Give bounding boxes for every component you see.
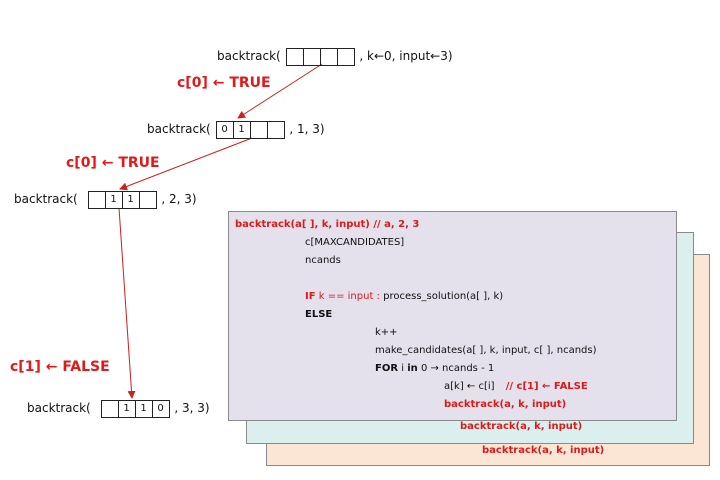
- code-line-increment: k++: [375, 327, 398, 338]
- if-condition: k == input :: [318, 291, 380, 302]
- array-cell: 1: [136, 400, 153, 417]
- array-cell: 1: [119, 400, 136, 417]
- array-cell: 1: [106, 191, 123, 208]
- call-func: backtrack(: [217, 49, 281, 63]
- code-line-recursive-call: backtrack(a, k, input): [444, 399, 567, 410]
- array-cell: [140, 192, 156, 208]
- arrow-1: [237, 63, 323, 119]
- code-line-candidates: c[MAXCANDIDATES]: [305, 237, 405, 248]
- call-func: backtrack(: [14, 192, 78, 206]
- assign-statement: a[k] ← c[i]: [444, 381, 495, 392]
- array-cell: 1: [234, 121, 251, 138]
- code-line-signature: backtrack(a[ ], k, input) // a, 2, 3: [235, 219, 420, 230]
- stack-call-back: backtrack(a, k, input): [482, 445, 605, 456]
- array-cell: [102, 400, 119, 417]
- call-func: backtrack(: [27, 401, 91, 415]
- array-cell: [338, 49, 354, 65]
- code-line-if: IF k == input : process_solution(a[ ], k…: [305, 288, 503, 306]
- array-cell: [321, 48, 338, 65]
- array-cell: [89, 191, 106, 208]
- for-in-keyword: in: [407, 363, 418, 374]
- array-cell: 0: [157, 402, 164, 414]
- code-line-ncands: ncands: [305, 255, 341, 266]
- for-variable: i: [401, 363, 405, 374]
- if-body: process_solution(a[ ], k): [383, 291, 504, 302]
- code-frame-front: backtrack(a[ ], k, input) // a, 2, 3 c[M…: [228, 211, 677, 421]
- code-line-make-candidates: make_candidates(a[ ], k, input, c[ ], nc…: [375, 345, 597, 356]
- array-cell: 0: [217, 121, 234, 138]
- array-cell: 1: [123, 191, 140, 208]
- stack-call-middle: backtrack(a, k, input): [460, 421, 583, 432]
- call-args: , 2, 3): [161, 192, 197, 206]
- if-keyword: IF: [305, 291, 316, 302]
- array-cells: [285, 47, 355, 66]
- assign-comment: // c[1] ← FALSE: [505, 381, 588, 392]
- call-args: , 1, 3): [289, 122, 325, 136]
- array-cell: [287, 48, 304, 65]
- arrow-3: [118, 207, 136, 399]
- call-args: , k←0, input←3): [359, 49, 453, 63]
- edge-label-2: c[0] ← TRUE: [66, 155, 160, 171]
- array-cell: [304, 48, 321, 65]
- code-line-for: FOR i in 0 → ncands - 1: [375, 360, 494, 378]
- arrow-2: [119, 137, 253, 191]
- array-cell: [251, 121, 268, 138]
- code-line-assign: a[k] ← c[i] // c[1] ← FALSE: [444, 378, 588, 396]
- call-func: backtrack(: [147, 122, 211, 136]
- call-args: , 3, 3): [174, 401, 210, 415]
- for-keyword: FOR: [375, 363, 399, 374]
- array-cell: [268, 122, 284, 138]
- edge-label-3: c[1] ← FALSE: [10, 359, 110, 375]
- call-level-0: backtrack( , k←0, input←3): [217, 47, 453, 66]
- for-range: 0 → ncands - 1: [420, 363, 495, 374]
- edge-label-1: c[0] ← TRUE: [177, 75, 271, 91]
- code-line-else: ELSE: [305, 309, 333, 320]
